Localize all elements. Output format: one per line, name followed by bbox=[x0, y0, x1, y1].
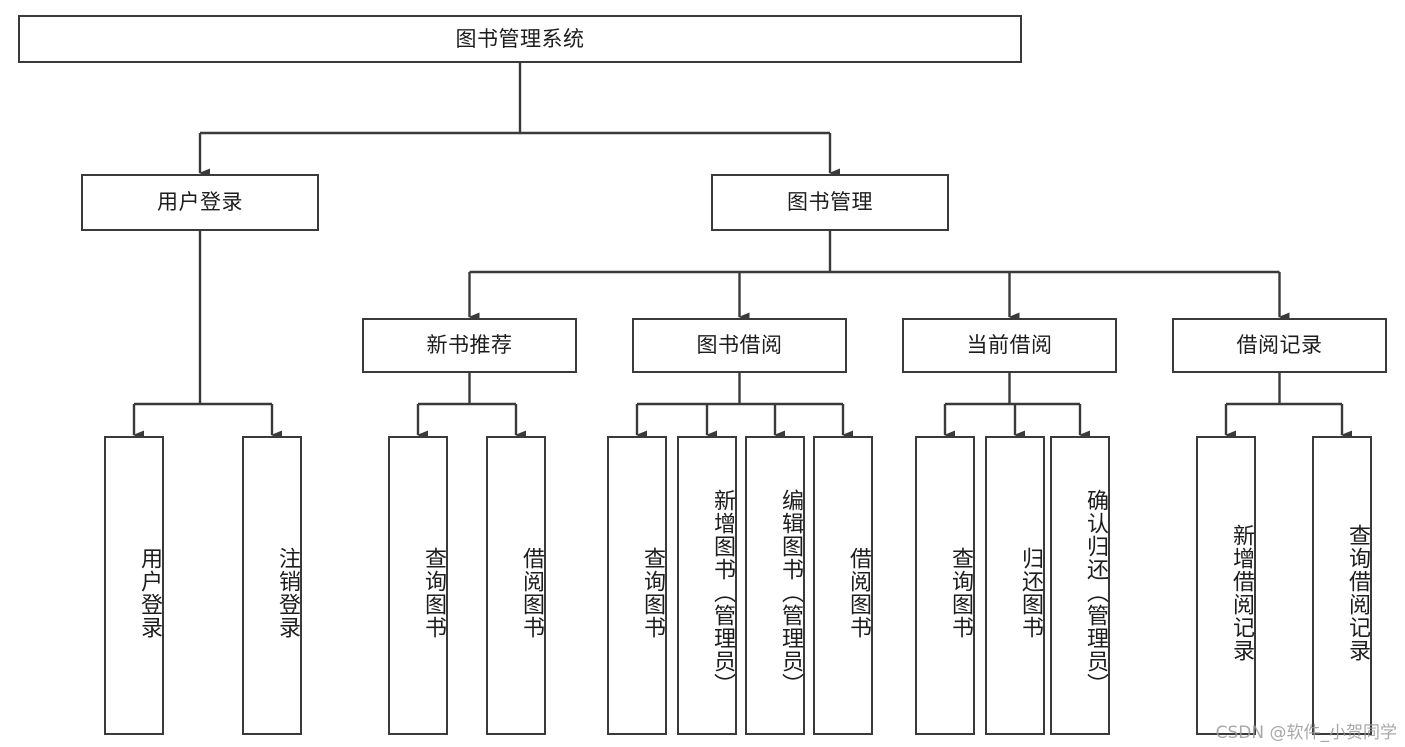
node-label: 借阅记录 bbox=[1236, 333, 1323, 358]
watermark-text: CSDN @软件_小贺同学 bbox=[1215, 723, 1397, 743]
node-label: 图书管理系统 bbox=[455, 26, 585, 51]
node-leaf9[interactable]: 查询图书 bbox=[915, 436, 975, 735]
node-leaf1[interactable]: 用户登录 bbox=[104, 436, 164, 735]
node-leaf11[interactable]: 确认归还（管理员） bbox=[1050, 436, 1110, 735]
node-label: 查询图书 bbox=[640, 546, 665, 639]
edge-group bbox=[132, 63, 1352, 440]
node-login[interactable]: 用户登录 bbox=[81, 174, 319, 231]
node-label: 查询图书 bbox=[948, 546, 973, 639]
node-label: 查询借阅记录 bbox=[1345, 523, 1370, 662]
node-leaf8[interactable]: 借阅图书 bbox=[813, 436, 873, 735]
node-leaf12[interactable]: 新增借阅记录 bbox=[1196, 436, 1256, 735]
node-leaf13[interactable]: 查询借阅记录 bbox=[1312, 436, 1372, 735]
node-leaf3[interactable]: 查询图书 bbox=[388, 436, 448, 735]
node-root[interactable]: 图书管理系统 bbox=[18, 15, 1022, 63]
node-label: 用户登录 bbox=[137, 546, 162, 639]
node-leaf6[interactable]: 新增图书（管理员） bbox=[677, 436, 737, 735]
node-current[interactable]: 当前借阅 bbox=[902, 318, 1117, 373]
node-bookmgmt[interactable]: 图书管理 bbox=[711, 174, 949, 231]
node-label: 新增图书（管理员） bbox=[710, 489, 735, 696]
node-label: 图书管理 bbox=[787, 190, 873, 215]
node-newbook[interactable]: 新书推荐 bbox=[362, 318, 577, 373]
node-leaf7[interactable]: 编辑图书（管理员） bbox=[745, 436, 805, 735]
node-label: 注销登录 bbox=[275, 546, 300, 639]
node-label: 借阅图书 bbox=[846, 546, 871, 639]
node-label: 借阅图书 bbox=[519, 546, 544, 639]
node-label: 新书推荐 bbox=[426, 333, 513, 358]
node-label: 确认归还（管理员） bbox=[1083, 489, 1108, 696]
node-label: 编辑图书（管理员） bbox=[778, 489, 803, 696]
node-leaf5[interactable]: 查询图书 bbox=[607, 436, 667, 735]
node-label: 归还图书 bbox=[1018, 546, 1043, 639]
node-label: 新增借阅记录 bbox=[1229, 523, 1254, 662]
node-leaf4[interactable]: 借阅图书 bbox=[486, 436, 546, 735]
node-leaf2[interactable]: 注销登录 bbox=[242, 436, 302, 735]
node-label: 查询图书 bbox=[421, 546, 446, 639]
node-borrow[interactable]: 图书借阅 bbox=[632, 318, 847, 373]
node-label: 当前借阅 bbox=[966, 333, 1053, 358]
node-label: 图书借阅 bbox=[696, 333, 783, 358]
node-records[interactable]: 借阅记录 bbox=[1172, 318, 1387, 373]
node-leaf10[interactable]: 归还图书 bbox=[985, 436, 1045, 735]
node-label: 用户登录 bbox=[157, 190, 243, 215]
